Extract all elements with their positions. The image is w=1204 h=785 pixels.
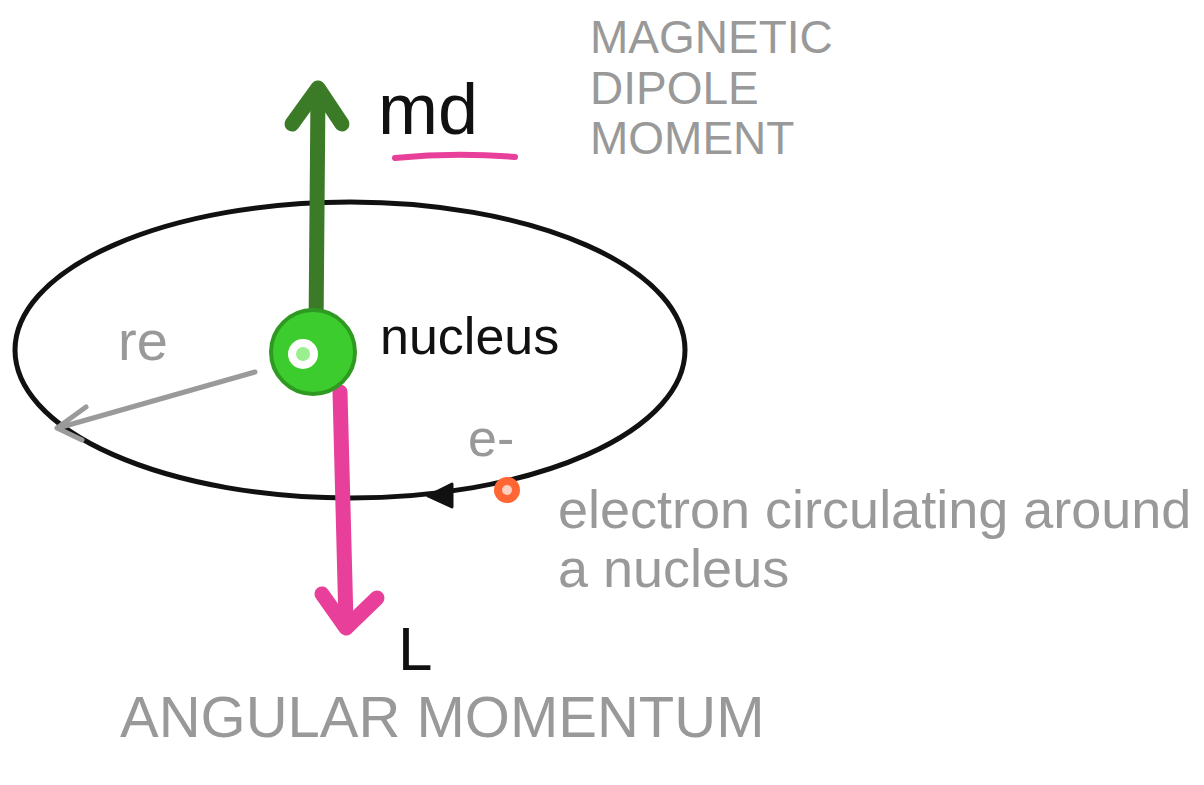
angular-momentum-arrow [340, 392, 346, 622]
electron-dot [494, 477, 520, 503]
nucleus-core [296, 347, 310, 361]
magnetic-moment-arrowhead [292, 88, 342, 124]
magnetic-moment-arrow [316, 92, 318, 330]
electron-caption: electron circulating around a nucleus [558, 480, 1194, 599]
electron-orbit [15, 202, 685, 498]
orbit-direction-arrow [428, 484, 452, 507]
nucleus-label: nucleus [380, 308, 559, 365]
md-underline [395, 155, 515, 158]
electron-label: e- [468, 410, 514, 467]
nucleus-highlight [288, 339, 318, 369]
angular-momentum-symbol: L [398, 615, 432, 683]
angular-momentum-arrowhead [322, 594, 377, 628]
radius-arrow [58, 372, 255, 428]
electron-highlight [502, 485, 512, 495]
angular-momentum-caption: ANGULAR MOMENTUM [120, 685, 764, 749]
magnetic-moment-caption: MAGNETIC DIPOLE MOMENT [590, 12, 890, 164]
radius-arrowhead [57, 407, 86, 440]
radius-label: re [118, 310, 168, 372]
nucleus-circle [271, 310, 355, 394]
magnetic-moment-symbol: md [378, 70, 478, 149]
